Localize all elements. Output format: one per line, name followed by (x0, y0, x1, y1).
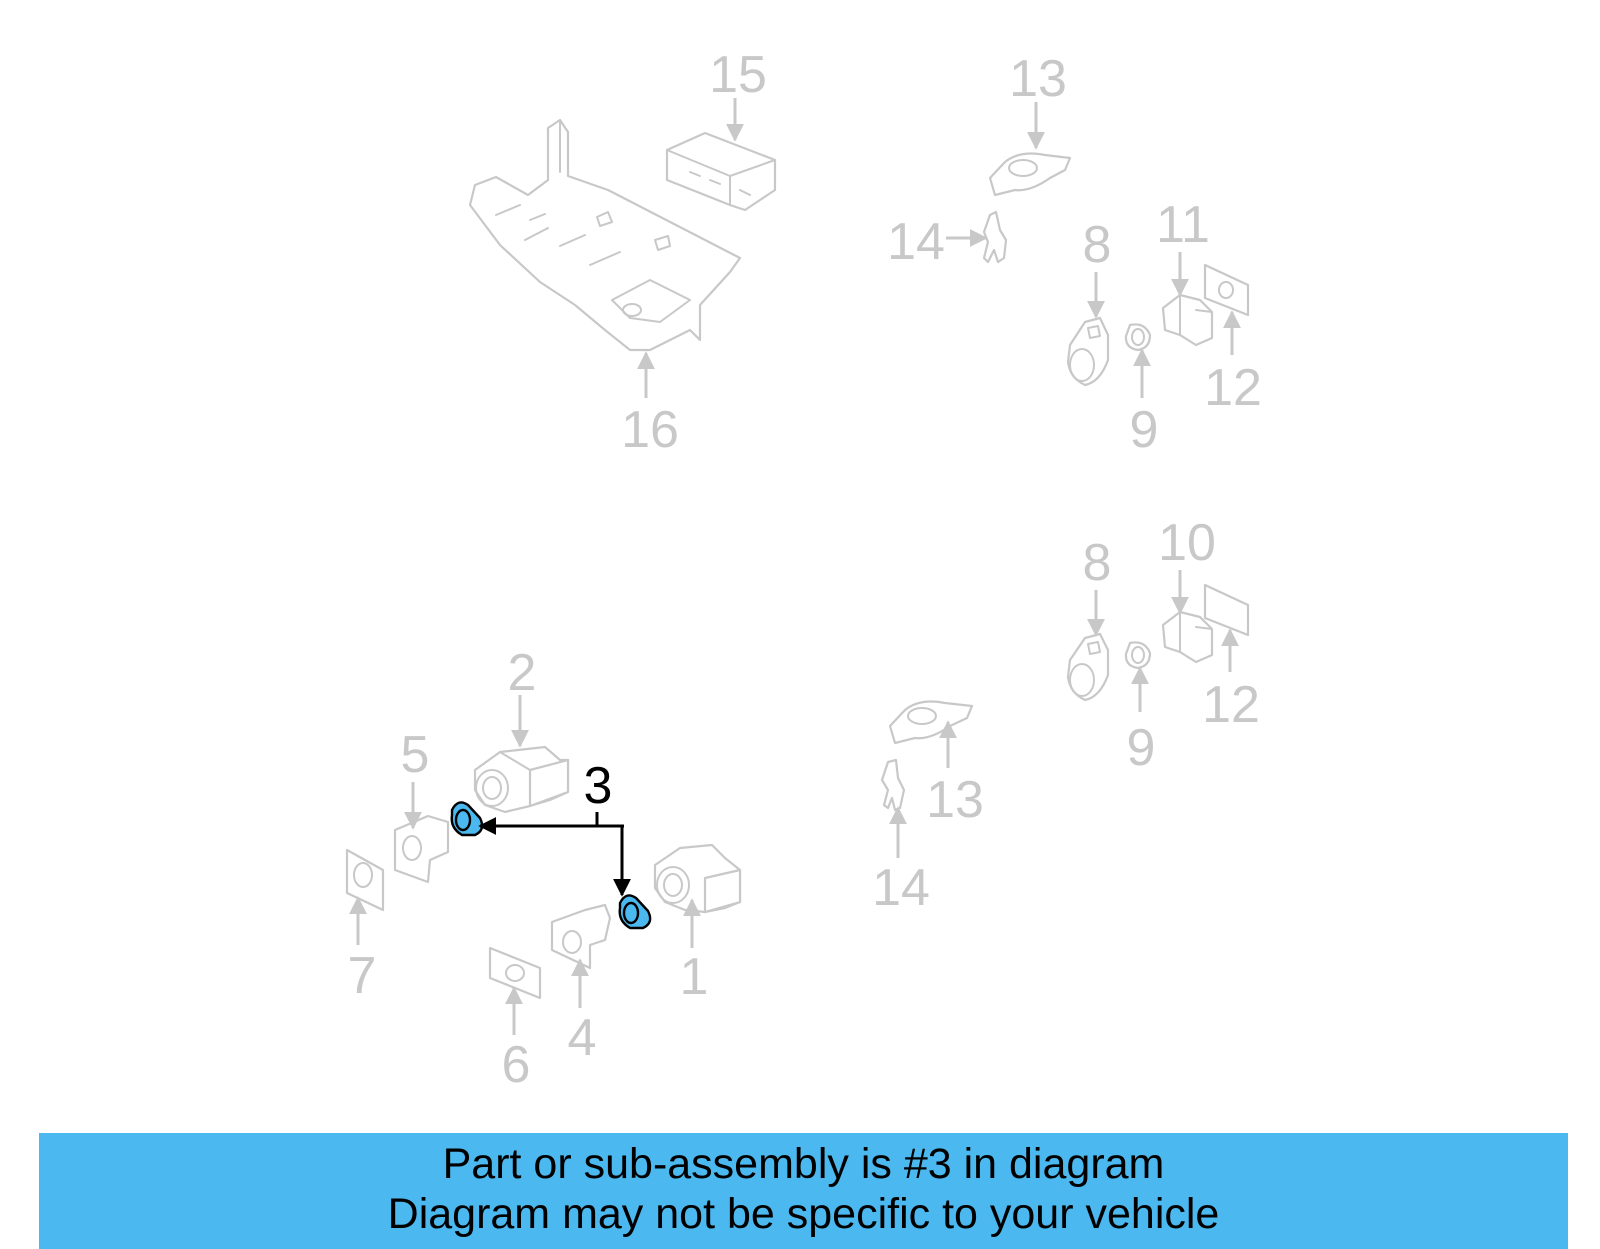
mounting-plate-part-12-top (1203, 263, 1250, 317)
clip-ring-part-9-top (1124, 323, 1152, 352)
park-sensor-part-1 (653, 843, 742, 914)
callout-15: 15 (709, 46, 767, 104)
callout-14-lower: 14 (872, 859, 930, 917)
control-module-part-15 (665, 131, 777, 212)
callout-2: 2 (508, 644, 537, 702)
callout-12-lower: 12 (1202, 676, 1260, 734)
callout-5: 5 (401, 726, 430, 784)
park-sensor-part-8-top (1066, 316, 1110, 387)
clip-ring-part-9-lower (1124, 641, 1152, 670)
callout-9-lower: 9 (1127, 719, 1156, 777)
bracket-part-5 (393, 814, 450, 884)
plate-part-7 (345, 848, 385, 912)
callout-6: 6 (502, 1036, 531, 1094)
highlight-leader-part-3 (478, 812, 631, 897)
sensor-bracket-part-10 (1161, 610, 1214, 664)
clip-part-14-lower (880, 758, 906, 812)
callout-3-highlighted[interactable]: 3 (584, 757, 613, 815)
bracket-plate-part-16 (468, 118, 742, 352)
callout-1: 1 (680, 948, 709, 1006)
sensor-bracket-part-11 (1161, 293, 1214, 347)
banner-line-part-number: Part or sub-assembly is #3 in diagram (442, 1140, 1165, 1188)
callout-8-top: 8 (1083, 216, 1112, 274)
callout-11: 11 (1156, 196, 1210, 254)
callout-8-lower: 8 (1083, 534, 1112, 592)
banner-line-disclaimer: Diagram may not be specific to your vehi… (387, 1190, 1220, 1238)
callout-4: 4 (568, 1009, 597, 1067)
callout-9-top: 9 (1130, 401, 1159, 459)
highlighted-part-3-right[interactable] (618, 894, 652, 930)
callout-13-top: 13 (1009, 50, 1067, 108)
mounting-plate-part-12-lower (1203, 583, 1250, 637)
callout-12-top: 12 (1204, 359, 1262, 417)
sensor-holder-part-13-lower (888, 700, 974, 745)
plate-part-6 (488, 946, 542, 1000)
highlighted-part-3-left[interactable] (450, 801, 484, 837)
callout-7: 7 (348, 947, 377, 1005)
sensor-holder-part-13-top (988, 152, 1072, 197)
callout-14-top: 14 (887, 213, 945, 271)
bracket-part-4 (550, 903, 612, 970)
info-banner: Part or sub-assembly is #3 in diagram Di… (39, 1133, 1568, 1249)
park-sensor-part-2 (473, 745, 570, 814)
callout-16: 16 (621, 401, 679, 459)
leader-lines (349, 98, 1241, 1035)
callout-10: 10 (1158, 514, 1216, 572)
clip-part-14-top (982, 210, 1008, 264)
callout-13-lower: 13 (926, 771, 984, 829)
park-sensor-part-8-lower (1066, 632, 1110, 702)
